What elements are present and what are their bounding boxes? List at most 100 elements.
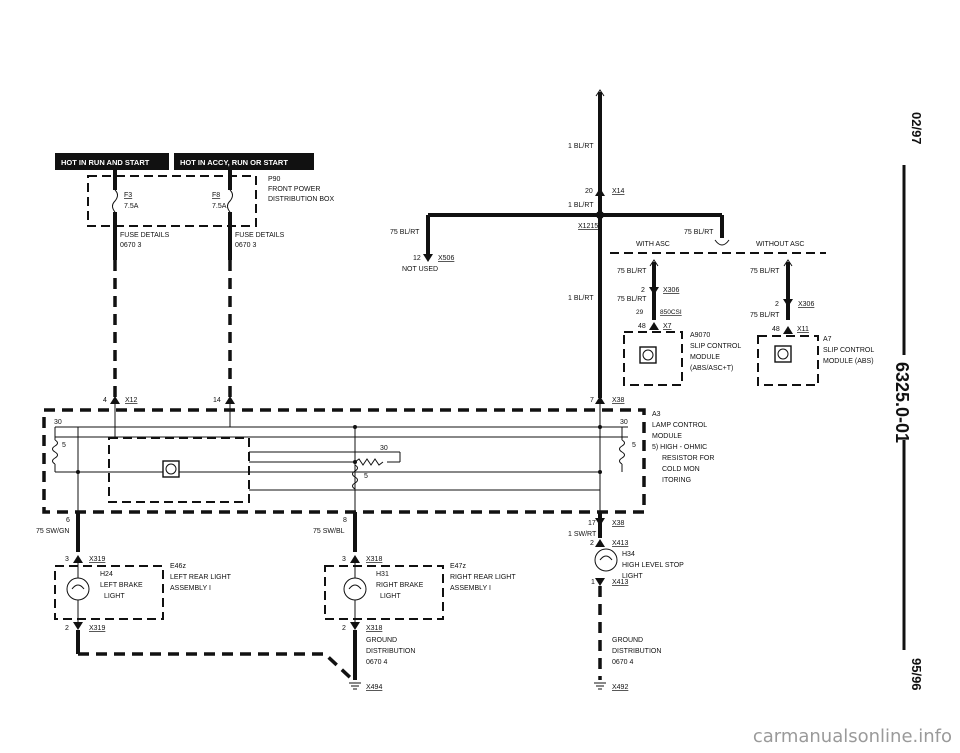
mid-node	[353, 460, 357, 464]
x1215-label: X1215	[578, 223, 598, 230]
a9070-line3: (ABS/ASC+T)	[690, 365, 733, 372]
x11-connector	[783, 326, 793, 334]
fuse-details-1-title: FUSE DETAILS	[120, 232, 170, 239]
e46z-line1: LEFT REAR LIGHT	[170, 574, 232, 581]
watermark: carmanualsonline.info	[752, 726, 952, 747]
left-bulb-filament	[71, 584, 85, 590]
lamp-module-icon-circle	[165, 463, 177, 475]
fuse-box-outline	[87, 175, 257, 227]
h24-line1: LEFT BRAKE	[100, 582, 143, 589]
right-branch-color: 75 BL/RT	[684, 229, 714, 236]
center-lamp-bot-conn: X413	[612, 579, 628, 586]
e46z-code: E46z	[170, 563, 186, 570]
fuse-details-2-title: FUSE DETAILS	[235, 232, 285, 239]
with-asc-arrow	[649, 259, 659, 267]
right-lamp-top-conn: X318	[366, 556, 382, 563]
x506-label: X506	[438, 255, 454, 262]
main-feed-arrow	[595, 89, 605, 97]
high-level-stop-light-bulb	[594, 548, 618, 572]
without-asc-label: WITHOUT ASC	[756, 241, 804, 248]
center-lamp-bot-pin: 1	[591, 579, 595, 586]
with-asc-wire2: 75 BL/RT	[617, 296, 647, 303]
right-lamp-bot-conn: X318	[366, 625, 382, 632]
right-lamp-top-pin: 3	[342, 556, 346, 563]
x12-pin14-connector	[225, 396, 235, 404]
right-gd2: DISTRIBUTION	[366, 648, 415, 655]
x413-top-connector	[595, 539, 605, 547]
right-out-wire: 1 SW/RT	[568, 531, 597, 538]
x506-connector	[423, 254, 433, 262]
a3-code: A3	[652, 411, 661, 418]
right-node-top	[598, 425, 602, 429]
mid-resistor	[354, 458, 384, 466]
slip-control-module-abs-asc	[623, 331, 683, 386]
pin-30-right: 30	[620, 419, 628, 426]
left-lamp-top-conn: X319	[89, 556, 105, 563]
mid-vertical-resistor	[352, 464, 358, 490]
fuse2-symbol	[227, 189, 233, 213]
module-icon-circle	[642, 349, 654, 361]
with-asc-x306: X306	[663, 287, 679, 294]
not-used-label: NOT USED	[402, 266, 438, 273]
fusebox-line1: FRONT POWER	[268, 186, 320, 193]
h31-line1: RIGHT BRAKE	[376, 582, 424, 589]
a3-line6: ITORING	[662, 477, 691, 484]
x319-bot-connector	[73, 622, 83, 630]
x413-bot-connector	[595, 578, 605, 586]
a9070-line2: MODULE	[690, 354, 720, 361]
pin-5-mid: 5	[364, 473, 368, 480]
x12-pin2: 14	[213, 397, 221, 404]
h31-line2: LIGHT	[380, 593, 401, 600]
pin-30-mid: 30	[380, 445, 388, 452]
right-out-conn: X38	[612, 520, 625, 527]
a9070-code: A9070	[690, 332, 710, 339]
x11-pin: 48	[772, 326, 780, 333]
without-asc-x306: X306	[798, 301, 814, 308]
center-gd1: GROUND	[612, 637, 643, 644]
e46z-line2: ASSEMBLY I	[170, 585, 211, 592]
left-out-pin: 6	[66, 517, 70, 524]
without-asc-arrow	[783, 259, 793, 267]
fuse1-rating: 7.5A	[124, 203, 139, 210]
fuse1-name: F3	[124, 192, 132, 199]
top-wire-color: 1 BL/RT	[568, 143, 594, 150]
a7-module-icon	[774, 345, 792, 363]
mid-wire-color: 1 BL/RT	[568, 295, 594, 302]
left-node-low	[76, 470, 80, 474]
hot-run-start-label: HOT IN RUN AND START	[61, 158, 150, 167]
lamp-module-controller	[108, 437, 250, 503]
fusebox-line2: DISTRIBUTION BOX	[268, 196, 334, 203]
left-ground-run	[78, 652, 357, 684]
pin-5-right: 5	[632, 442, 636, 449]
x318-top-connector	[350, 555, 360, 563]
x318-bot-connector	[350, 622, 360, 630]
a7-code: A7	[823, 336, 832, 343]
sidebar-date-bottom: 95/96	[909, 658, 924, 691]
right-out-pin: 17	[588, 520, 596, 527]
right-node-low	[598, 470, 602, 474]
pin-5-left: 5	[62, 442, 66, 449]
x319-top-connector	[73, 555, 83, 563]
x14-label: X14	[612, 188, 625, 195]
x11-label: X11	[797, 326, 809, 333]
x7-connector	[649, 322, 659, 330]
x14-connector	[595, 188, 605, 196]
left-out-wire: 75 SW/GN	[36, 528, 69, 535]
a3-line1: LAMP CONTROL	[652, 422, 707, 429]
h31-code: H31	[376, 571, 389, 578]
x38-label: X38	[612, 397, 625, 404]
with-asc-x306-connector	[649, 287, 659, 295]
a3-line3: 5) HIGH - OHMIC	[652, 444, 707, 451]
e47z-line2: ASSEMBLY I	[450, 585, 491, 592]
a7-line2: MODULE (ABS)	[823, 358, 874, 365]
with-asc-wire1: 75 BL/RT	[617, 268, 647, 275]
fuse2-rating: 7.5A	[212, 203, 227, 210]
x506-pin: 12	[413, 255, 421, 262]
fuse1-symbol	[112, 189, 118, 213]
center-lamp-top-pin: 2	[590, 540, 594, 547]
hot-run-start-banner	[55, 153, 169, 170]
left-rear-light-assembly	[54, 565, 164, 620]
right-gd3: 0670 4	[366, 659, 388, 666]
x12-pin1: 4	[103, 397, 107, 404]
